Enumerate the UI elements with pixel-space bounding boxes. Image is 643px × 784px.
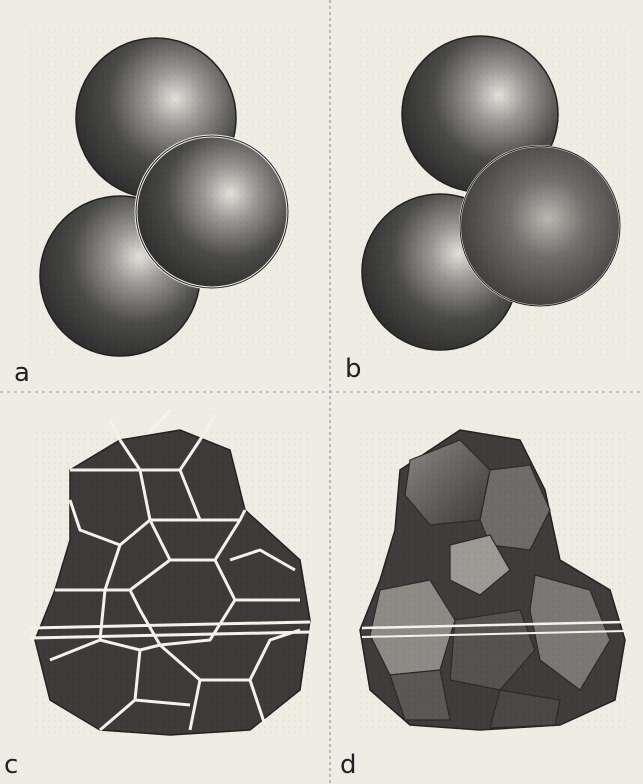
panel-b-spheres	[360, 30, 630, 360]
panel-label-b: b	[345, 356, 362, 382]
panel-label-a: a	[14, 360, 30, 386]
panel-label-d: d	[340, 752, 357, 778]
panel-label-c: c	[4, 752, 18, 778]
panel-c-foam	[30, 410, 310, 735]
panel-d-foam	[360, 430, 625, 730]
panel-a-spheres	[30, 30, 300, 360]
